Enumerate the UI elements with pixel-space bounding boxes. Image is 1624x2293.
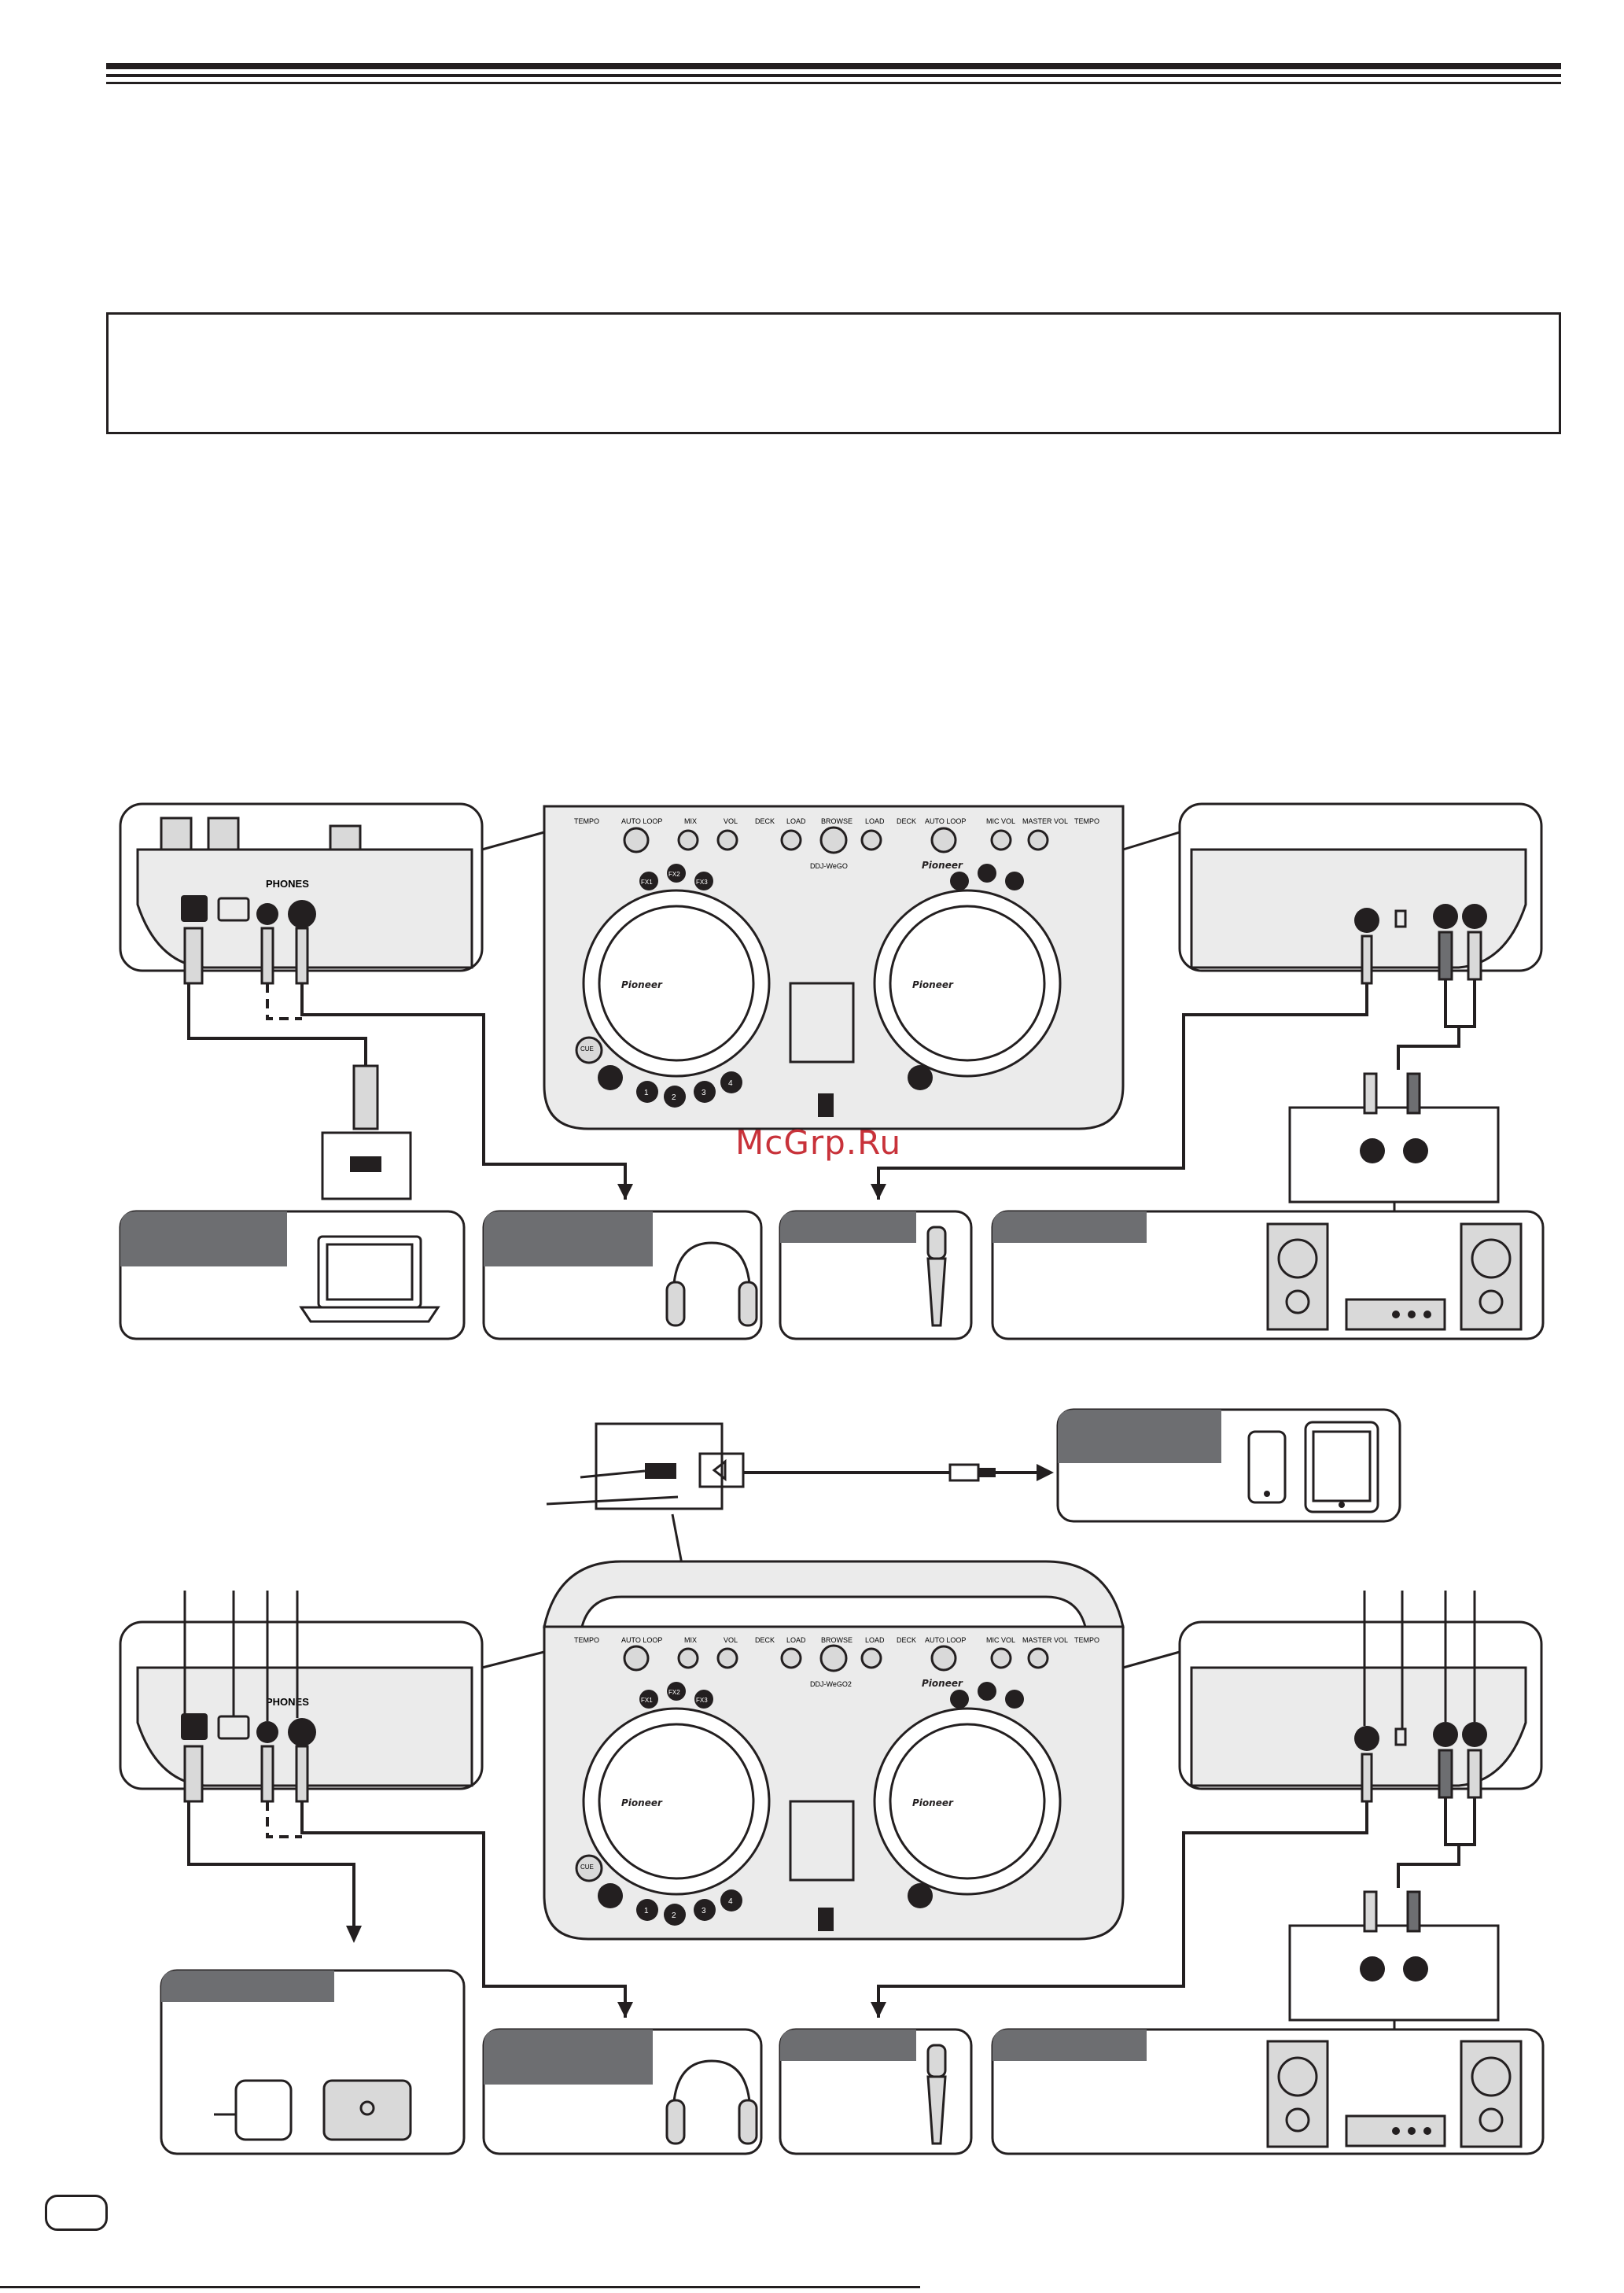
amplifier-card-bottom: [991, 2028, 1545, 2155]
vol-label: VOL: [724, 817, 738, 825]
tempo-label-right: TEMPO: [1074, 817, 1099, 825]
left-jog-logo-b: Pioneer: [621, 1797, 663, 1808]
microphone-card-bottom: [779, 2028, 973, 2155]
usb-a-plug-icon: [352, 1064, 379, 1130]
auto-loop-label-right-b: AUTO LOOP: [925, 1636, 966, 1644]
pad-4-label-b: 4: [728, 1897, 733, 1906]
auto-loop-label: AUTO LOOP: [621, 817, 662, 825]
power-supply-card: [160, 1969, 466, 2155]
model-label-b: DDJ-WeGO2: [810, 1680, 852, 1688]
mobile-device-card: [1056, 1408, 1401, 1523]
tempo-label: TEMPO: [574, 817, 599, 825]
laptop-icon: [299, 1235, 440, 1323]
rca-plug-icon: [1438, 931, 1453, 981]
mix-label: MIX: [684, 817, 697, 825]
usb-port-icon: [181, 895, 208, 922]
headphones-card-top: [482, 1210, 763, 1340]
cue-label: CUE: [580, 1045, 594, 1052]
ac-adapter-icon: [214, 2079, 293, 2141]
tempo-label-b: TEMPO: [574, 1636, 599, 1644]
top-brand-logo-b: Pioneer: [922, 1678, 963, 1689]
deck-label-b: DECK: [755, 1636, 775, 1644]
browse-label-b: BROWSE: [821, 1636, 853, 1644]
right-rear-panel-zoom-bottom: [1178, 1591, 1543, 1803]
notice-box: [106, 312, 1561, 434]
fx1-label-b: FX1: [641, 1697, 653, 1704]
left-jog-wheel: [582, 889, 771, 1078]
mic-vol-label-b: MIC VOL: [986, 1636, 1015, 1644]
pad-3-label: 3: [702, 1089, 706, 1097]
top-controller: TEMPO AUTO LOOP MIX VOL DECK LOAD BROWSE…: [543, 805, 1125, 1130]
headphones-card-bottom: [482, 2028, 763, 2155]
left-rear-panel-zoom-bottom: PHONES: [119, 1591, 484, 1803]
computer-card: [119, 1210, 466, 1340]
auto-loop-label-b: AUTO LOOP: [621, 1636, 662, 1644]
power-bank-icon: [322, 2079, 412, 2141]
right-rear-panel-zoom: [1178, 802, 1543, 985]
watermark: McGrp.Ru: [735, 1123, 902, 1162]
phones-label: PHONES: [266, 878, 309, 890]
bottom-diagram: PHONES TEMPO AUTO LOOP MIX VOL DECK LOAD…: [119, 1408, 1545, 2155]
fx1-label: FX1: [641, 879, 653, 886]
fx3-label-b: FX3: [696, 1697, 708, 1704]
vol-label-b: VOL: [724, 1636, 738, 1644]
load-label: LOAD: [786, 817, 806, 825]
pad-2-label-b: 2: [672, 1911, 676, 1920]
right-jog-logo: Pioneer: [912, 979, 954, 990]
mix-label-b: MIX: [684, 1636, 697, 1644]
auto-loop-label-right: AUTO LOOP: [925, 817, 966, 825]
deck-label-right-b: DECK: [897, 1636, 916, 1644]
speakers-icon: [1266, 1222, 1523, 1331]
deck-label: DECK: [755, 817, 775, 825]
header-rule-middle: [106, 74, 1561, 77]
pad-3-label-b: 3: [702, 1907, 706, 1915]
fx2-label-b: FX2: [668, 1689, 680, 1696]
left-rear-panel-zoom: PHONES: [119, 802, 484, 985]
master-vol-label: MASTER VOL: [1022, 817, 1068, 825]
top-brand-logo: Pioneer: [922, 860, 963, 871]
right-jog-logo-b: Pioneer: [912, 1797, 954, 1808]
pad-1-label-b: 1: [644, 1907, 649, 1915]
amplifier-card-top: [991, 1210, 1545, 1340]
phones-label-bottom: PHONES: [266, 1696, 309, 1708]
header-rule-thick: [106, 63, 1561, 69]
pad-4-label: 4: [728, 1079, 733, 1088]
pad-2-label: 2: [672, 1093, 676, 1102]
pad-1-label: 1: [644, 1089, 649, 1097]
microphone-card-top: [779, 1210, 973, 1340]
browse-label: BROWSE: [821, 817, 853, 825]
header-rule-thin: [106, 82, 1561, 84]
smartphone-icon: [1247, 1430, 1287, 1504]
fx2-label: FX2: [668, 871, 680, 878]
mic-input-jack-icon: [1354, 908, 1379, 933]
tablet-icon: [1304, 1421, 1379, 1513]
headphones-icon: [665, 1241, 758, 1327]
model-label: DDJ-WeGO: [810, 862, 848, 870]
load-label-right: LOAD: [865, 817, 885, 825]
cue-label-b: CUE: [580, 1864, 594, 1871]
mic-jack-icon: [256, 903, 278, 925]
amplifier-icon: [1345, 1298, 1446, 1331]
top-diagram: PHONES TEMPO AUTO LOOP MIX VOL DECK LOAD…: [119, 802, 1545, 1340]
master-vol-label-b: MASTER VOL: [1022, 1636, 1068, 1644]
mic-vol-label: MIC VOL: [986, 817, 1015, 825]
load-label-right-b: LOAD: [865, 1636, 885, 1644]
microphone-icon: [926, 1226, 947, 1327]
left-jog-wheel-b: [582, 1707, 771, 1896]
deck-label-right: DECK: [897, 817, 916, 825]
language-badge: [45, 2195, 108, 2231]
right-jog-wheel: [873, 889, 1062, 1078]
load-label-b: LOAD: [786, 1636, 806, 1644]
tempo-label-right-b: TEMPO: [1074, 1636, 1099, 1644]
footer-rule: [0, 2286, 920, 2288]
right-jog-wheel-b: [873, 1707, 1062, 1896]
usb-plug-icon: [183, 927, 204, 985]
left-jog-logo: Pioneer: [621, 979, 663, 990]
fx3-label: FX3: [696, 879, 708, 886]
bottom-controller: TEMPO AUTO LOOP MIX VOL DECK LOAD BROWSE…: [543, 1560, 1125, 1941]
phones-jack-icon: [288, 900, 316, 928]
